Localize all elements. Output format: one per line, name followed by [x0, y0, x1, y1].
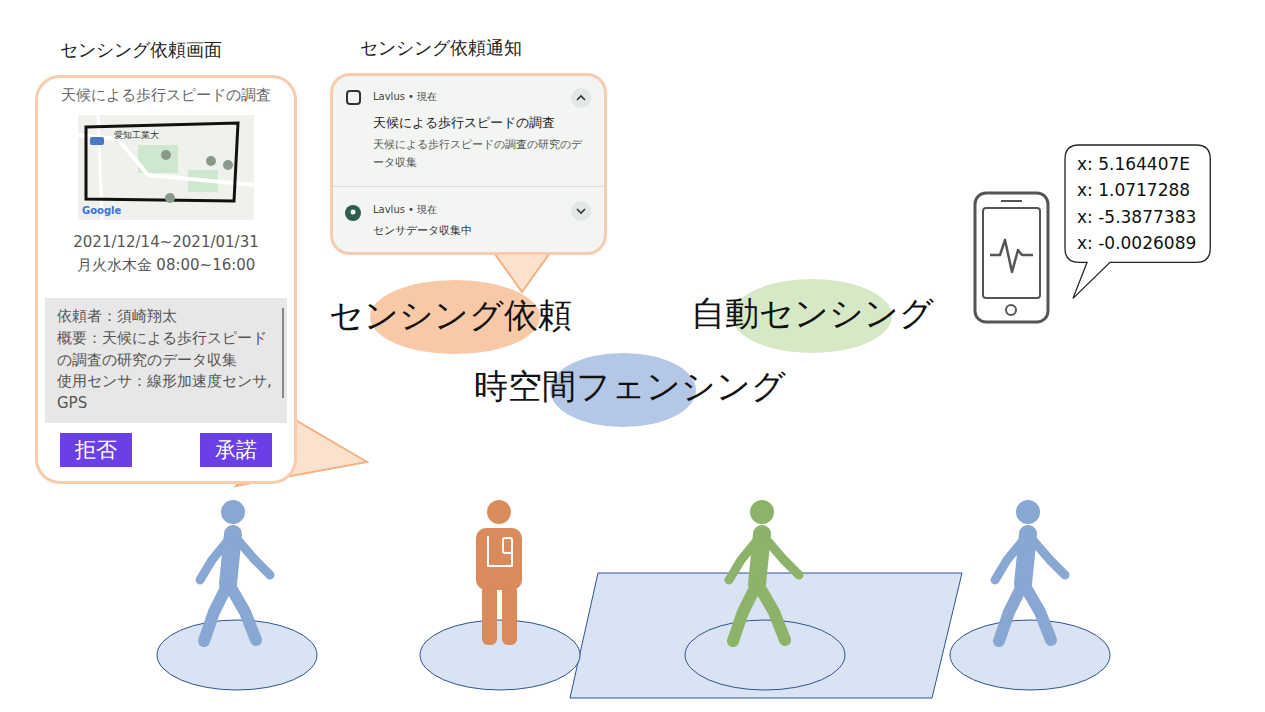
concept-ellipse: 時空間フェンシング: [474, 364, 786, 410]
app-label: Lavlus • 現在: [373, 90, 437, 104]
sensor-value: x: 1.0717288: [1077, 177, 1196, 203]
app-label: Lavlus • 現在: [373, 203, 437, 217]
scrollbar: [282, 308, 284, 398]
standing-person: [476, 500, 522, 645]
person-area: [950, 620, 1110, 690]
smartphone-icon: [975, 193, 1048, 322]
accept-button: 承諾: [200, 433, 272, 467]
info-box: 依頼者：須崎翔太概要：天候による歩行スピードの調査の研究のデータ収集使用センサ：…: [45, 298, 287, 423]
reject-button: 拒否: [60, 433, 132, 467]
walking-person: [995, 500, 1065, 641]
sensor-value: x: -5.3877383: [1077, 204, 1196, 230]
button-label: 拒否: [60, 433, 132, 467]
speech-bubble: [1065, 145, 1210, 298]
sensor-value: x: 5.164407E: [1077, 151, 1196, 177]
person-area: [685, 620, 845, 690]
map-brand: Google: [82, 205, 121, 216]
notification-title: 天候による歩行スピードの調査: [373, 114, 555, 132]
person-area: [420, 620, 580, 690]
concept-label: センシング依頼: [329, 293, 572, 339]
info-text: 依頼者：須崎翔太: [57, 306, 273, 328]
screen-title: 天候による歩行スピードの調査: [38, 86, 294, 105]
map-label: 愛知工業大: [114, 129, 159, 142]
concept-ellipse: 自動センシング: [691, 291, 934, 337]
sensor-bubble: x: 5.164407Ex: 1.0717288x: -5.3877383x: …: [1065, 145, 1210, 262]
concept-label: 時空間フェンシング: [474, 364, 786, 410]
person-area: [157, 620, 317, 690]
notification-panel: センシング依頼通知Lavlus • 現在天候による歩行スピードの調査天候による歩…: [330, 73, 607, 255]
notification-item: Lavlus • 現在天候による歩行スピードの調査天候による歩行スピードの調査の…: [333, 76, 604, 186]
button-label: 承諾: [200, 433, 272, 467]
map-image: [78, 115, 254, 220]
fence-area: [570, 573, 962, 698]
panel-heading: センシング依頼通知: [360, 36, 522, 60]
walking-person: [200, 500, 270, 641]
info-text: 概要：天候による歩行スピードの調査の研究のデータ収集: [57, 328, 273, 372]
concept-label: 自動センシング: [691, 291, 934, 337]
screen-panel: センシング依頼画面天候による歩行スピードの調査2021/12/14~2021/0…: [35, 75, 297, 484]
concept-ellipse: センシング依頼: [329, 293, 572, 339]
notification-item: Lavlus • 現在センサデータ収集中: [333, 186, 604, 252]
panel-heading: センシング依頼画面: [60, 38, 222, 62]
notification-body: 天候による歩行スピードの調査の研究のデータ収集: [373, 136, 585, 171]
notification-body: センサデータ収集中: [373, 223, 472, 238]
time-text: 月火水木金 08:00~16:00: [38, 256, 294, 275]
sensor-value: x: -0.0026089: [1077, 230, 1196, 256]
info-text: 使用センサ：線形加速度センサ, GPS: [57, 371, 273, 415]
date-text: 2021/12/14~2021/01/31: [38, 233, 294, 251]
walking-person: [729, 500, 799, 641]
callout-pointer: [492, 250, 552, 292]
